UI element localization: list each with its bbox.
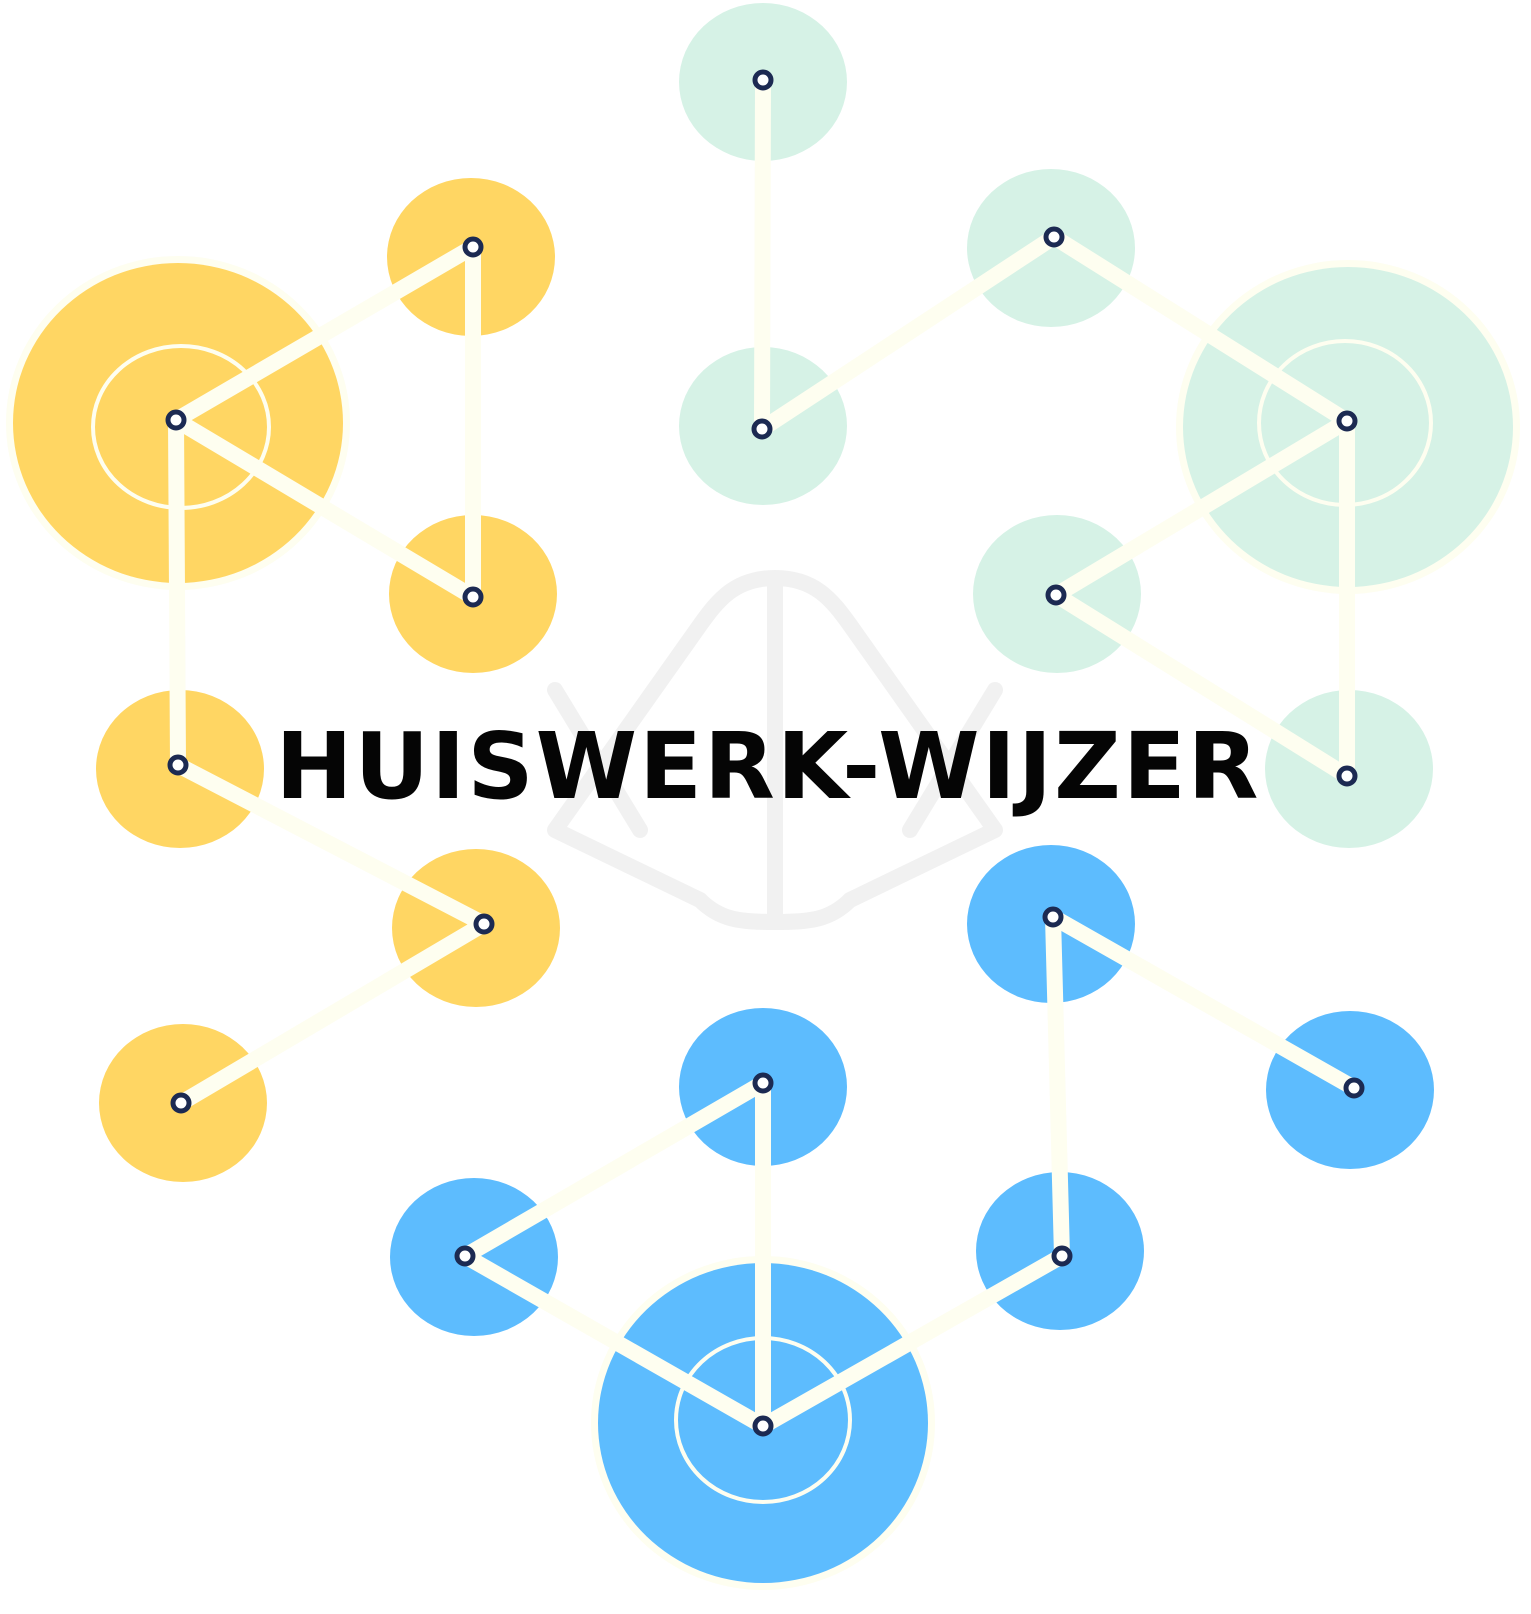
blue-node-6 — [1343, 1077, 1365, 1099]
yellow-link-3 — [168, 412, 481, 605]
yellow-link-5 — [170, 757, 492, 932]
blue-link-5 — [1045, 909, 1070, 1264]
connector-lines — [168, 72, 1362, 1434]
blue-link-4 — [755, 1248, 1070, 1434]
blue-node-1 — [752, 1072, 774, 1094]
mint-node-6 — [1336, 765, 1358, 787]
watermark-shape — [547, 570, 1003, 930]
yellow-link-6 — [173, 916, 492, 1111]
blue-node-3 — [752, 1415, 774, 1437]
yellow-node-4 — [167, 754, 189, 776]
watermark-right-line — [902, 682, 1003, 838]
mint-node-5 — [1045, 584, 1067, 606]
blue-node-2 — [454, 1245, 476, 1267]
page-title: HUISWERK-WIJZER — [275, 713, 1260, 820]
mint-node-1 — [752, 69, 774, 91]
mint-node-4 — [1336, 410, 1358, 432]
mint-link-1 — [754, 72, 771, 437]
node-dots — [165, 69, 1365, 1437]
blue-link-3 — [457, 1248, 771, 1434]
mint-link-2 — [754, 229, 1062, 437]
yellow-node-1 — [165, 409, 187, 431]
mint-node-3 — [1043, 226, 1065, 248]
mint-link-4 — [1048, 413, 1355, 603]
yellow-node-6 — [170, 1092, 192, 1114]
mint-node-2 — [751, 418, 773, 440]
blue-node-5 — [1042, 906, 1064, 928]
blue-node-4 — [1051, 1245, 1073, 1267]
mint-link-5 — [1048, 587, 1355, 784]
yellow-link-1 — [168, 239, 481, 428]
yellow-node-5 — [473, 913, 495, 935]
yellow-node-2 — [462, 236, 484, 258]
yellow-node-3 — [462, 586, 484, 608]
blue-link-2 — [457, 1075, 771, 1264]
yellow-link-4 — [168, 412, 186, 773]
watermark-left-line — [547, 682, 648, 838]
mint-link-3 — [1046, 229, 1355, 429]
blue-link-6 — [1045, 909, 1362, 1096]
